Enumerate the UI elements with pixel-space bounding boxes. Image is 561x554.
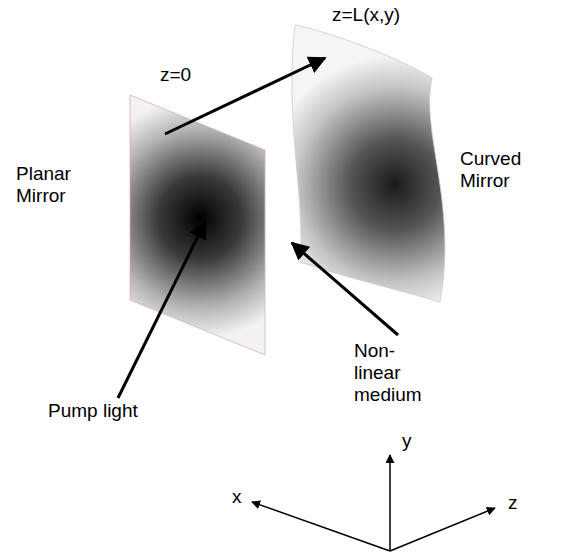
axis-label: z [508,492,518,514]
part-name: Pump light [48,400,138,422]
part-name: Planar Mirror [16,163,71,207]
position-label: z=L(x,y) [332,4,400,26]
x-axis [252,502,390,551]
planar-mirror [130,95,265,355]
medium-arrow [292,243,398,335]
pump-arrow [118,222,205,398]
axis-label: y [402,430,412,452]
z-axis [390,508,495,551]
position-label: z=0 [160,64,191,86]
axis-label: x [232,486,242,508]
curved-mirror [292,25,445,302]
part-name: Non-linear medium [354,340,422,406]
part-name: Curved Mirror [460,148,521,192]
y-axis [389,455,391,551]
